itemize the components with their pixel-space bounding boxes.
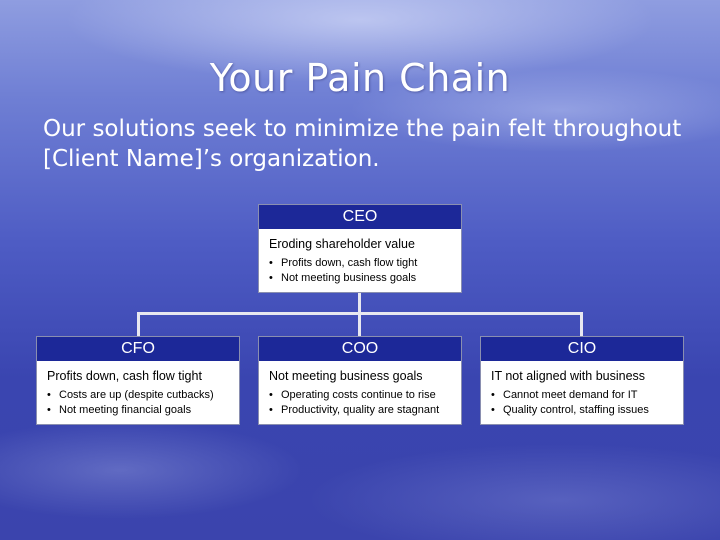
org-node-cio: CIO IT not aligned with business Cannot … [480,336,684,425]
connector-horizontal [137,312,583,315]
org-node-ceo: CEO Eroding shareholder value Profits do… [258,204,462,293]
node-bullet: Operating costs continue to rise [269,388,453,403]
node-role: CIO [481,337,683,361]
node-bullet: Costs are up (despite cutbacks) [47,388,231,403]
org-node-cfo: CFO Profits down, cash flow tight Costs … [36,336,240,425]
node-bullet: Cannot meet demand for IT [491,388,675,403]
node-pain: IT not aligned with business [491,369,646,383]
node-bullet: Quality control, staffing issues [491,403,675,418]
org-node-coo: COO Not meeting business goals Operating… [258,336,462,425]
slide-subtitle: Our solutions seek to minimize the pain … [43,116,682,172]
node-bullet: Not meeting financial goals [47,403,231,418]
node-role: CEO [259,205,461,229]
node-bullet: Not meeting business goals [269,271,453,286]
connector-cfo [137,312,140,336]
connector-cio [580,312,583,336]
node-role: COO [259,337,461,361]
node-role: CFO [37,337,239,361]
node-pain: Eroding shareholder value [269,237,415,251]
node-pain: Profits down, cash flow tight [47,369,202,383]
node-pain: Not meeting business goals [269,369,423,383]
node-bullet: Profits down, cash flow tight [269,256,453,271]
slide-title: Your Pain Chain [209,56,511,100]
node-bullet: Productivity, quality are stagnant [269,403,453,418]
